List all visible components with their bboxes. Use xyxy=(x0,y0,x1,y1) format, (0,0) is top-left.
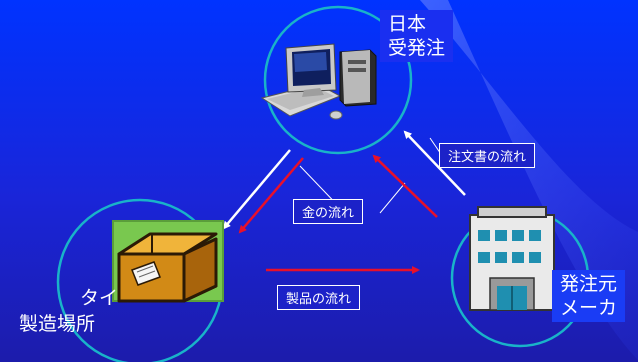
thailand-label-line2: 製造場所 xyxy=(19,313,96,335)
japan-label-line1: 日本 xyxy=(388,13,427,35)
order-flow-label: 注文書の流れ xyxy=(439,143,536,168)
cardboard-box-icon xyxy=(112,220,224,303)
order-arrow-to-thailand xyxy=(222,149,291,230)
japan-label: 日本 受発注 xyxy=(380,10,454,62)
maker-label-line1: 発注元 xyxy=(560,273,618,295)
maker-label-line2: メーカ xyxy=(560,297,618,319)
computer-icon xyxy=(260,43,377,120)
money-arrow-to-japan xyxy=(372,154,438,218)
maker-label: 発注元 メーカ xyxy=(552,270,626,322)
order-arrow-to-japan xyxy=(403,130,466,196)
japan-label-line2: 受発注 xyxy=(388,37,446,59)
money-arrow-to-thailand xyxy=(238,157,304,234)
money-leader-line-right xyxy=(379,182,406,214)
thailand-label-line1: タイ xyxy=(80,287,119,309)
office-building-icon xyxy=(469,206,555,311)
product-flow-label: 製品の流れ xyxy=(277,285,361,310)
japan-circle xyxy=(263,5,413,155)
money-flow-label: 金の流れ xyxy=(293,199,364,224)
